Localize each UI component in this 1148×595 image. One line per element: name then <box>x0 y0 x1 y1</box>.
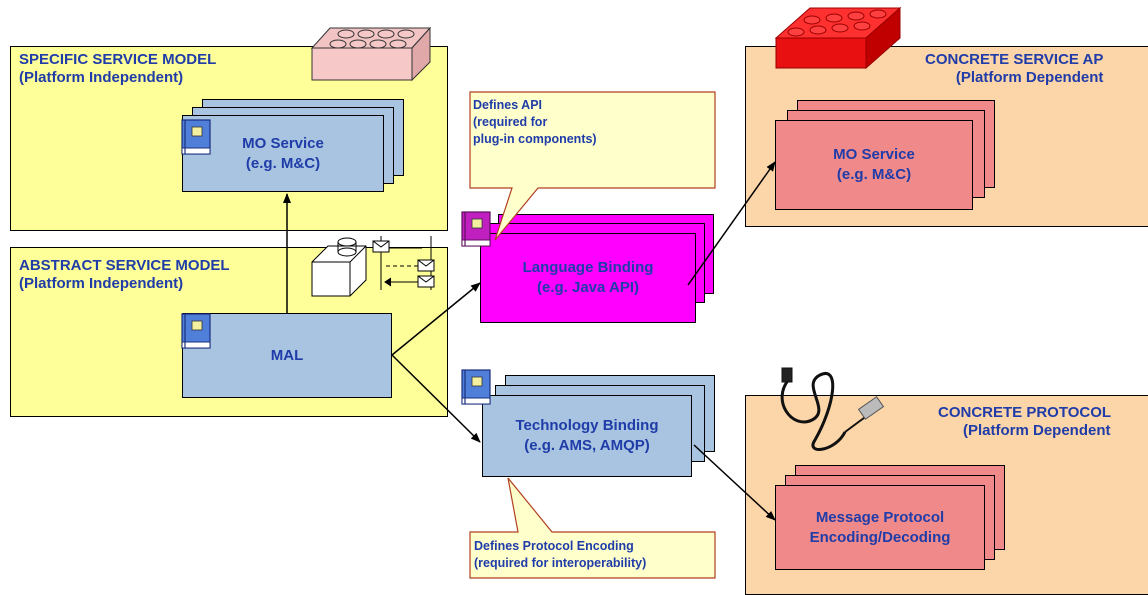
language-binding-box <box>480 233 696 323</box>
box-line1: Message Protocol <box>815 508 945 526</box>
panel-title: CONCRETE PROTOCOL <box>938 404 1112 421</box>
red-lego-brick-icon <box>774 6 902 70</box>
box-line2: (e.g. AMS, AMQP) <box>524 437 650 454</box>
mal-to-technology-binding-arrow <box>391 354 481 443</box>
panel-subtitle: (Platform Dependent <box>955 69 1104 86</box>
book-icon <box>461 369 491 405</box>
mal-to-language-binding-arrow <box>391 282 481 356</box>
api-callout-text: Defines API (required for plug-in compon… <box>473 97 597 148</box>
box-line2: (e.g. M&C) <box>836 166 912 183</box>
box-line2: (e.g. Java API) <box>537 279 639 296</box>
mo-service-specific-label: MO Service (e.g. M&C) <box>182 115 384 192</box>
mo-service-concrete-label: MO Service (e.g. M&C) <box>775 120 973 210</box>
panel-subtitle: (Platform Dependent <box>963 422 1111 439</box>
callout-line2: (required for <box>473 115 548 129</box>
protocol-callout-shape <box>469 477 716 579</box>
book-icon <box>181 313 211 349</box>
callout-line1: Defines API <box>473 98 543 112</box>
mal-label: MAL <box>182 313 392 398</box>
box-line1: Language Binding <box>522 259 654 276</box>
protocol-callout-text: Defines Protocol Encoding (required for … <box>474 538 646 572</box>
box-line2: Encoding/Decoding <box>809 528 951 546</box>
mo-service-specific-box <box>182 115 384 192</box>
callout-line3: plug-in components) <box>473 132 597 146</box>
abstract-service-model-title: ABSTRACT SERVICE MODEL (Platform Indepen… <box>19 257 230 293</box>
callout-line1: Defines Protocol Encoding <box>474 539 634 553</box>
mo-service-concrete-box <box>775 120 973 210</box>
panel-title: SPECIFIC SERVICE MODEL <box>19 51 217 68</box>
box-line2: (e.g. M&C) <box>245 154 321 172</box>
api-callout-shape <box>469 91 716 241</box>
technology-binding-to-protocol-arrow <box>693 444 776 521</box>
box-line1: MO Service <box>833 146 915 163</box>
concrete-protocol-title: CONCRETE PROTOCOL (Platform Dependent <box>938 404 1111 440</box>
language-binding-to-concrete-api-arrow <box>687 161 776 286</box>
technology-binding-label: Technology Binding (e.g. AMS, AMQP) <box>482 395 692 477</box>
technology-binding-box <box>482 395 692 477</box>
panel-title: ABSTRACT SERVICE MODEL <box>19 257 230 274</box>
specific-service-model-title: SPECIFIC SERVICE MODEL (Platform Indepen… <box>19 51 216 87</box>
callout-line2: (required for interoperability) <box>474 556 647 570</box>
panel-subtitle: (Platform Independent) <box>19 275 184 292</box>
box-line1: MO Service <box>242 134 324 152</box>
mal-box <box>182 313 392 398</box>
panel-subtitle: (Platform Independent) <box>19 69 184 86</box>
concrete-service-api-title: CONCRETE SERVICE AP (Platform Dependent <box>925 51 1103 87</box>
lego-brick-icon <box>310 26 432 82</box>
message-exchange-icon <box>311 236 435 297</box>
language-binding-label: Language Binding (e.g. Java API) <box>480 233 696 323</box>
book-icon <box>461 211 491 247</box>
panel-title: CONCRETE SERVICE AP <box>925 51 1104 68</box>
box-line1: Technology Binding <box>515 417 659 434</box>
usb-cable-icon <box>780 367 885 451</box>
box-line1: MAL <box>270 346 304 364</box>
book-icon <box>181 119 211 155</box>
message-protocol-box <box>775 485 985 570</box>
message-protocol-label: Message Protocol Encoding/Decoding <box>775 485 985 570</box>
